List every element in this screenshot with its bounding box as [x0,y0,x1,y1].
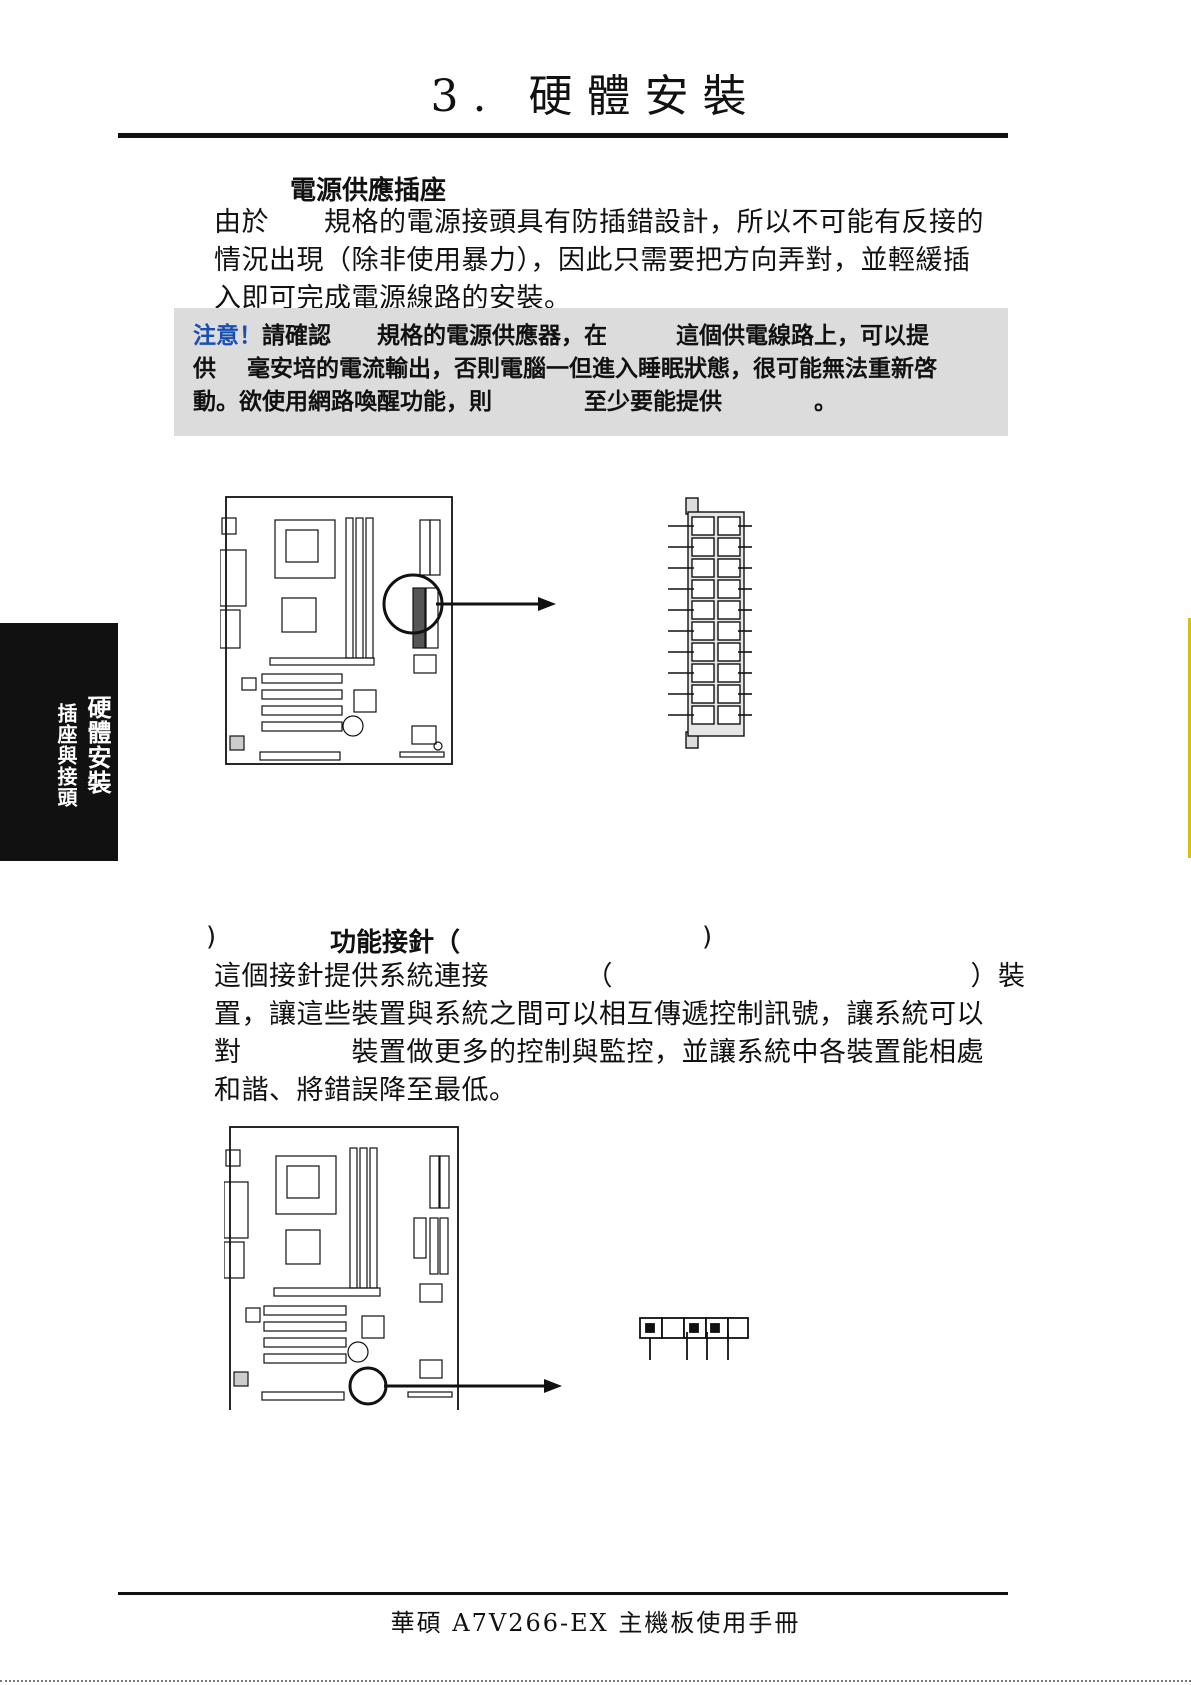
section1-line-2: 情況出現（除非使用暴力），因此只需要把方向弄對，並輕緩插 [214,245,971,276]
section2-line-3: 對 裝置做更多的控制與監控，並讓系統中各裝置能相處 [214,1037,984,1068]
edge-mark [1188,618,1191,858]
note-line-1: 注意！請確認 規格的電源供應器，在 這個供電線路上，可以提 [193,323,929,349]
section2-line-1: 這個接針提供系統連接 （ ）裝 [214,961,1026,992]
arrow-icon [538,597,556,611]
page-title: 3. 硬體安裝 [430,71,761,122]
section2-paragraph: 這個接針提供系統連接 （ ）裝 置，讓這些裝置與系統之間可以相互傳遞控制訊號，讓… [214,958,1026,1110]
note-line-2: 供 毫安培的電流輸出，否則電腦一但進入睡眠狀態，很可能無法重新啓 [193,356,938,382]
section2-line-2: 置，讓這些裝置與系統之間可以相互傳遞控制訊號，讓系統可以 [214,999,984,1030]
highlight-circle-2 [348,1366,388,1406]
section2-heading-close: ) [702,922,713,952]
side-chapter-tab: 硬體安裝 插座與接頭 [0,623,118,861]
header-rule [118,133,1008,138]
footer-rule [118,1592,1008,1595]
function-header-pins [639,1317,749,1360]
section2-heading: 功能接針（ [330,928,461,958]
arrow-icon-2 [544,1379,562,1393]
motherboard-diagram-2 [224,1126,459,1410]
atx-power-connector [668,497,752,749]
section1-heading: 電源供應插座 [290,176,447,206]
footer-text: 華碩 A7V266-EX 主機板使用手冊 [390,1609,801,1637]
section1-paragraph: 由於 規格的電源接頭具有防插錯設計，所以不可能有反接的 情況出現（除非使用暴力）… [214,204,984,318]
section2-heading-open: ) [206,922,217,952]
figure-function-header [224,1126,749,1410]
note-line-3: 動。欲使用網路喚醒功能，則 至少要能提供 。 [193,389,837,415]
figure-power-connector [220,496,752,765]
motherboard-diagram-1 [220,496,453,765]
side-tab-title: 硬體安裝 [83,695,111,795]
note-label: 注意！ [193,323,262,349]
note-box: 注意！請確認 規格的電源供應器，在 這個供電線路上，可以提 供 毫安培的電流輸出… [174,308,1008,436]
side-tab-subtitle: 插座與接頭 [54,703,78,808]
page-edge-dotline [0,1680,1191,1682]
section1-line-1: 由於 規格的電源接頭具有防插錯設計，所以不可能有反接的 [214,207,984,238]
section2-line-4: 和諧、將錯誤降至最低。 [214,1075,517,1106]
